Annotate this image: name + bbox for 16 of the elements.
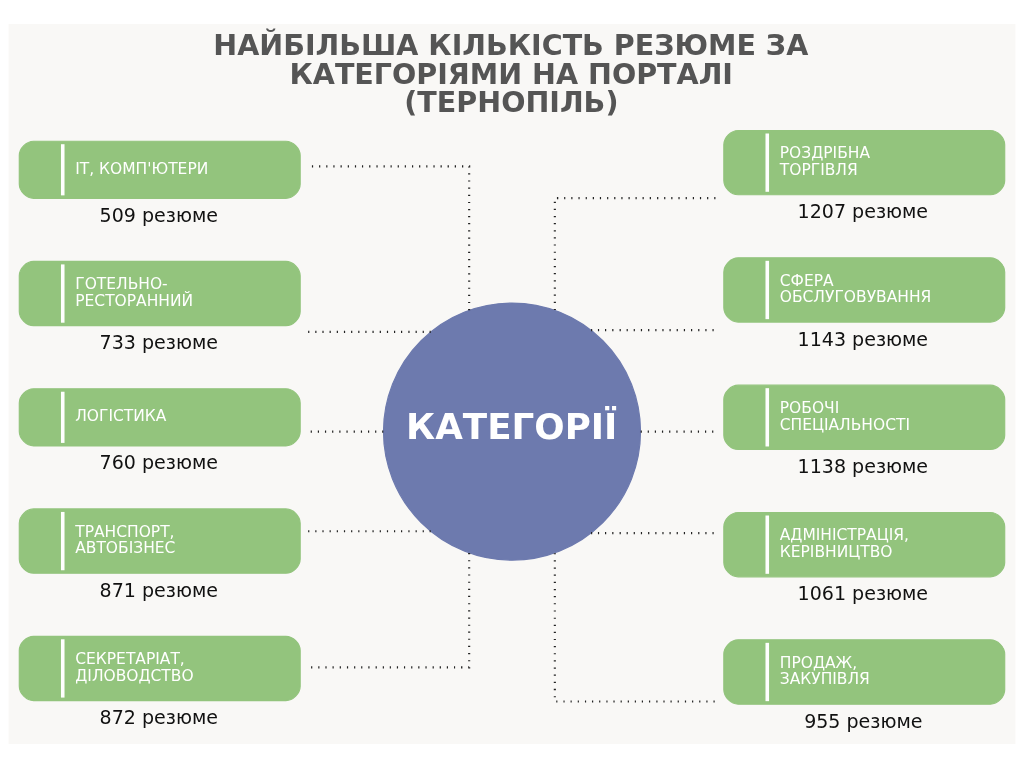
node-circle: КАТЕГОРІЇ — [382, 302, 642, 561]
node-label: 509 резюме — [99, 203, 219, 226]
node-label: 955 резюме — [804, 709, 923, 732]
node-label: 1138 резюме — [797, 455, 929, 478]
connector — [306, 330, 431, 333]
node-label: 872 резюме — [99, 706, 219, 729]
node-label: 1061 резюме — [797, 582, 929, 605]
connector — [553, 197, 718, 311]
node-label: 871 резюме — [99, 578, 219, 601]
node-label: 733 резюме — [99, 331, 219, 354]
connector — [553, 553, 718, 703]
diagram-title: НАЙБІЛЬША КІЛЬКІСТЬ РЕЗЮМЕ ЗА КАТЕГОРІЯМИ НА ПОРТАЛІ (ТЕРНОПІЛЬ) — [213, 28, 809, 120]
connector — [306, 530, 431, 533]
node-label: 1143 резюме — [797, 327, 929, 350]
node-label: 760 резюме — [99, 451, 219, 474]
node-label: 1207 резюме — [797, 200, 929, 223]
